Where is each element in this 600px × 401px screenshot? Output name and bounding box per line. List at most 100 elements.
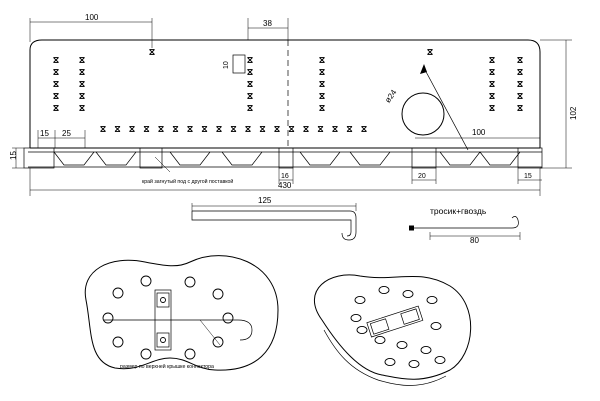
hole (140, 348, 152, 360)
cross-mark (489, 57, 495, 63)
dim-total-430: 430 (278, 181, 292, 190)
slot (278, 147, 294, 169)
plate-note: размер по верхней крышке коннектора (120, 363, 214, 370)
wire-label: тросик+гвоздь (430, 206, 487, 216)
cross-mark (427, 49, 433, 55)
cross-marks (53, 49, 523, 132)
dim-side-15: 15 (9, 151, 18, 160)
cross-mark (332, 126, 338, 132)
cross-mark (53, 57, 59, 63)
cross-mark (129, 126, 135, 132)
dim-circle-d: ø24 (383, 88, 399, 105)
cross-mark (319, 93, 325, 99)
cross-mark (346, 126, 353, 132)
fold-note: край загнутый под с другой поставкой (142, 178, 233, 185)
hole (430, 321, 442, 331)
hole (384, 357, 396, 367)
cross-mark (259, 126, 266, 132)
cross-mark (319, 69, 325, 75)
cross-mark (247, 57, 253, 63)
cross-mark (517, 93, 523, 99)
hole (112, 336, 124, 348)
cross-mark (114, 126, 121, 132)
dim-left-15: 15 (40, 129, 49, 138)
cross-mark (53, 93, 59, 99)
cross-mark (201, 126, 208, 132)
dim-height-102: 102 (569, 106, 578, 120)
dim-top-mid: 38 (263, 19, 272, 28)
cross-mark (319, 57, 325, 63)
cross-mark (79, 57, 85, 63)
cross-mark (79, 105, 85, 111)
hole (184, 276, 196, 288)
cross-mark (245, 126, 251, 132)
cross-mark (319, 105, 325, 111)
cross-mark (517, 57, 523, 63)
hole (420, 345, 432, 355)
cross-mark (149, 49, 155, 55)
cross-mark (79, 81, 85, 87)
dim-wire-80: 80 (470, 236, 479, 245)
dim-right-100: 100 (472, 128, 486, 137)
cross-mark (247, 105, 253, 111)
hole (140, 275, 152, 287)
cross-mark (79, 69, 85, 75)
hole (426, 295, 438, 305)
left-plate-outline (84, 255, 279, 371)
left-plate: размер по верхней крышке коннектора (84, 255, 279, 371)
cross-mark (172, 126, 179, 132)
dim-slot-h: 10 (223, 61, 230, 69)
cross-mark (303, 126, 309, 132)
cross-mark (319, 81, 325, 87)
right-plate-holes (350, 285, 446, 369)
hole (212, 288, 224, 300)
dim-gap-20: 20 (418, 173, 426, 180)
cross-mark (517, 69, 523, 75)
hole (112, 287, 124, 299)
cross-mark (361, 126, 367, 132)
cross-mark (79, 93, 85, 99)
dim-top-left: 100 (85, 13, 99, 22)
right-plate (314, 274, 472, 386)
cross-mark (247, 81, 253, 87)
hole (354, 295, 366, 305)
cross-mark (489, 105, 495, 111)
hole (350, 313, 362, 323)
hole (378, 285, 390, 295)
hole (408, 359, 420, 369)
slot (139, 147, 163, 169)
small-slot (232, 54, 246, 74)
hole (356, 325, 368, 335)
cross-mark (274, 126, 280, 132)
wire-part: тросик+гвоздь 80 (409, 206, 521, 245)
hole (374, 335, 386, 345)
cross-mark (247, 93, 253, 99)
cross-mark (489, 81, 495, 87)
dim-gap-16: 16 (281, 173, 289, 180)
cross-mark (517, 105, 523, 111)
hole (434, 355, 446, 365)
hole (102, 312, 114, 324)
hole (222, 312, 234, 324)
teeth (53, 151, 521, 166)
cross-mark (53, 69, 59, 75)
cross-mark (247, 69, 253, 75)
cross-mark (216, 126, 222, 132)
cross-mark (53, 105, 59, 111)
dim-left-25: 25 (62, 129, 71, 138)
round-hole (401, 92, 445, 136)
left-plate-holes (102, 275, 234, 360)
hole (184, 348, 196, 360)
right-plate-outline (314, 274, 472, 380)
strip-dimensions: 100 38 15 25 15 100 102 430 16 (9, 13, 578, 196)
strip-outline (29, 39, 541, 148)
cross-mark (489, 93, 495, 99)
slot (411, 147, 437, 169)
dim-rod-125: 125 (258, 196, 272, 205)
right-hinge (366, 305, 424, 338)
cross-mark (317, 126, 324, 132)
cross-mark (489, 69, 495, 75)
cross-mark (288, 126, 295, 132)
hole (402, 289, 414, 299)
